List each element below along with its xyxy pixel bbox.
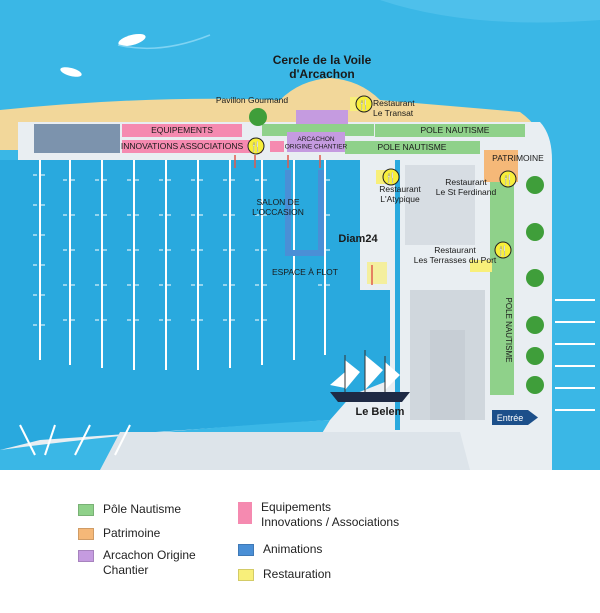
zone-restaurant-terrasses bbox=[470, 260, 492, 272]
legend-label: Restauration bbox=[263, 567, 332, 581]
tall-ship-icon bbox=[330, 350, 410, 402]
legend: Pôle Nautisme Patrimoine Arcachon Origin… bbox=[0, 470, 600, 613]
label-pole-nautisme-1: POLE NAUTISME bbox=[421, 125, 490, 135]
fork-knife-icon: 🍴 bbox=[499, 170, 517, 188]
legend-item-animations: Animations bbox=[238, 542, 322, 557]
pier-lines bbox=[234, 155, 373, 285]
sea-wave bbox=[380, 0, 600, 23]
fork-knife-icon: 🍴 bbox=[382, 168, 400, 186]
svg-text:🍴: 🍴 bbox=[358, 98, 370, 111]
legend-swatch bbox=[78, 528, 94, 540]
harbor-basin bbox=[0, 160, 390, 450]
basin-south-quay bbox=[100, 432, 470, 470]
zone-equipements bbox=[122, 124, 242, 137]
legend-label: Pôle Nautisme bbox=[103, 502, 182, 516]
svg-text:🍴: 🍴 bbox=[250, 140, 262, 153]
svg-text:🍴: 🍴 bbox=[497, 244, 509, 257]
entrance-arrow-icon bbox=[492, 410, 538, 425]
legend-swatch bbox=[78, 550, 94, 562]
zone-animations bbox=[285, 170, 324, 256]
label-entree: Entrée bbox=[497, 413, 524, 423]
zone-innovations bbox=[122, 140, 262, 153]
legend-label: Arcachon Origine Chantier bbox=[103, 548, 196, 577]
label-pole-nautisme-2: POLE NAUTISME bbox=[378, 142, 447, 152]
legend-label: Equipements Innovations / Associations bbox=[261, 500, 400, 529]
berths bbox=[33, 174, 332, 326]
building bbox=[405, 165, 475, 245]
east-pontoons bbox=[555, 299, 595, 411]
zone-arcachon-origine bbox=[287, 132, 345, 152]
tree-icon bbox=[249, 108, 544, 394]
legend-swatch bbox=[238, 569, 254, 581]
legend-item-pole-nautisme: Pôle Nautisme bbox=[78, 502, 181, 517]
label-patrimoine: PATRIMOINE bbox=[492, 153, 544, 163]
legend-swatch bbox=[78, 504, 94, 516]
zone-equipements-small bbox=[270, 141, 284, 152]
legend-item-patrimoine: Patrimoine bbox=[78, 526, 160, 541]
zone-pole-nautisme-top bbox=[375, 124, 525, 137]
zone-pole-nautisme-mid bbox=[345, 141, 480, 154]
zone-cercle-voile bbox=[296, 110, 348, 124]
boat-icon bbox=[60, 33, 211, 77]
pontoons bbox=[39, 160, 326, 370]
fork-knife-icon: 🍴 bbox=[247, 137, 265, 155]
diam24-pontoon bbox=[367, 262, 387, 284]
label-le-belem: Le Belem bbox=[356, 406, 405, 418]
legend-item-equipements: Equipements Innovations / Associations bbox=[238, 500, 399, 530]
label-pavillon: Pavillon Gourmand bbox=[216, 95, 289, 105]
legend-item-arcachon-origine: Arcachon Origine Chantier bbox=[78, 548, 196, 578]
legend-swatch bbox=[238, 544, 254, 556]
legend-item-restauration: Restauration bbox=[238, 567, 331, 582]
label-pole-nautisme-3: POLE NAUTISME bbox=[504, 298, 513, 363]
legend-label: Animations bbox=[263, 542, 323, 556]
svg-text:🍴: 🍴 bbox=[385, 171, 397, 184]
outer-pontoons bbox=[19, 424, 131, 456]
east-sea bbox=[555, 150, 600, 470]
legend-label: Patrimoine bbox=[103, 526, 161, 540]
zone-pole-nautisme-east bbox=[490, 180, 514, 395]
label-diam24: Diam24 bbox=[338, 233, 378, 245]
svg-text:🍴: 🍴 bbox=[502, 173, 514, 186]
fork-knife-icon: 🍴 bbox=[494, 241, 512, 259]
label-equipements: EQUIPEMENTS bbox=[151, 125, 213, 135]
quay-block bbox=[34, 124, 120, 153]
building bbox=[430, 330, 465, 420]
harbor-basin-east bbox=[395, 160, 400, 430]
label-innovations: INNOVATIONS ASSOCIATIONS bbox=[121, 141, 244, 151]
fork-knife-icon: 🍴 bbox=[355, 95, 373, 113]
legend-swatch bbox=[238, 502, 252, 524]
label-espace-flot: ESPACE À FLOT bbox=[272, 267, 338, 277]
